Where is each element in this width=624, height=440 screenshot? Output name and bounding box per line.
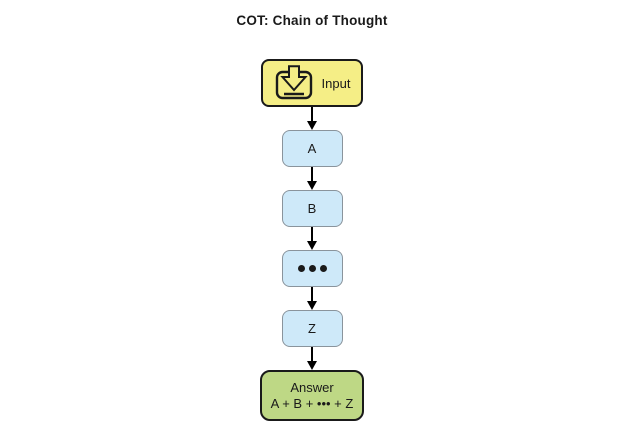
- step-node-ellipsis: [281, 250, 343, 287]
- arrow-shaft: [311, 227, 313, 241]
- answer-node: Answer A + B + ••• + Z: [260, 370, 364, 421]
- step-node-a: A: [281, 130, 343, 167]
- arrow-head: [307, 181, 317, 190]
- arrow-head: [307, 241, 317, 250]
- input-node: Input: [261, 59, 363, 107]
- arrow-down-icon: [306, 347, 318, 370]
- arrow-head: [307, 361, 317, 370]
- answer-formula: A + B + ••• + Z: [270, 395, 354, 411]
- arrow-head: [307, 121, 317, 130]
- download-icon: [274, 65, 314, 101]
- ellipsis-dots-icon: [297, 265, 327, 272]
- step-label-z: Z: [308, 321, 316, 336]
- arrow-down-icon: [306, 107, 318, 130]
- arrow-shaft: [311, 167, 313, 181]
- arrow-shaft: [311, 347, 313, 361]
- diagram-title: COT: Chain of Thought: [236, 13, 388, 28]
- input-label: Input: [321, 75, 351, 91]
- arrow-head: [307, 301, 317, 310]
- step-node-b: B: [281, 190, 343, 227]
- arrow-down-icon: [306, 287, 318, 310]
- arrow-down-icon: [306, 167, 318, 190]
- step-label-b: B: [307, 201, 317, 216]
- answer-heading: Answer: [290, 379, 334, 395]
- arrow-shaft: [311, 107, 313, 121]
- step-label-a: A: [307, 141, 317, 156]
- arrow-down-icon: [306, 227, 318, 250]
- flow-column: Input A B Z: [0, 59, 624, 421]
- step-node-z: Z: [281, 310, 343, 347]
- arrow-shaft: [311, 287, 313, 301]
